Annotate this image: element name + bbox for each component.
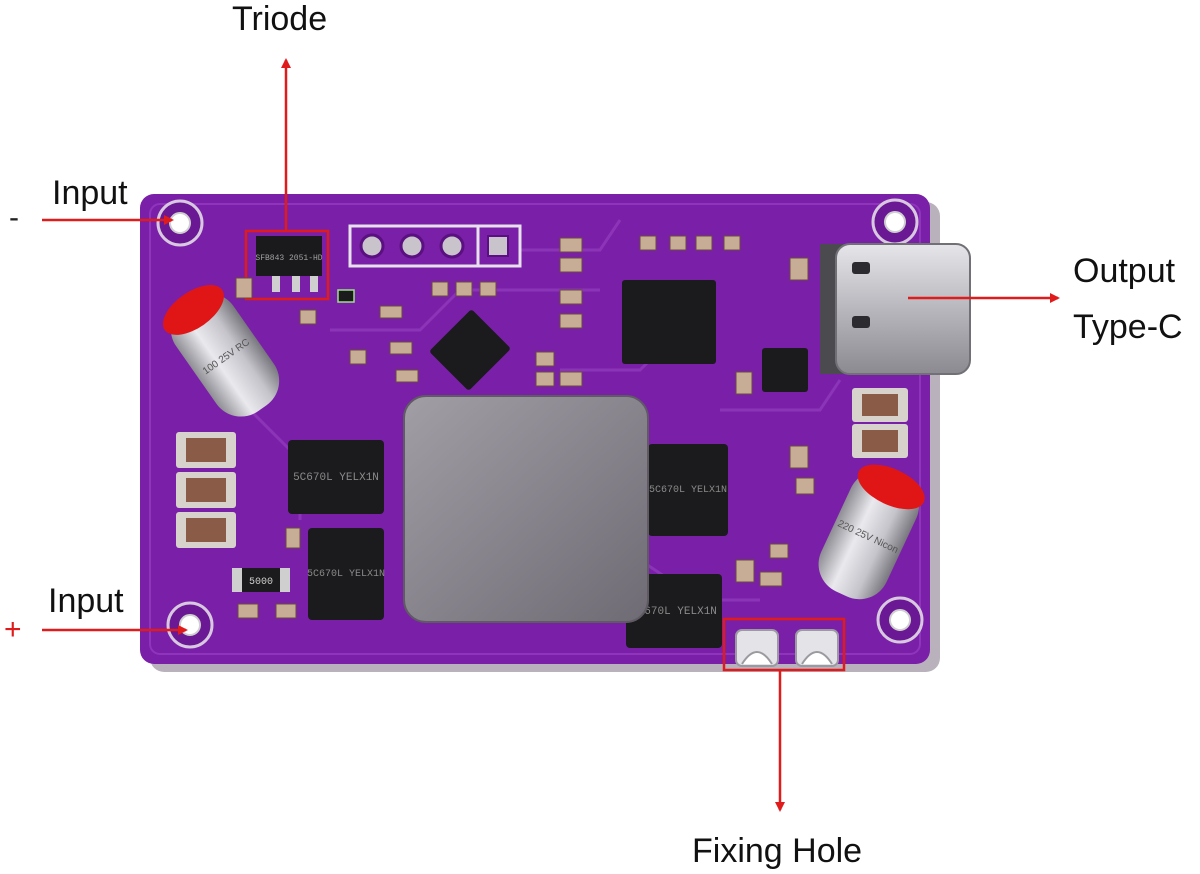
input-minus-label: Input xyxy=(52,174,128,212)
capacitor-right: 220 25V Nicon xyxy=(818,464,925,600)
resistor-marking: 5000 xyxy=(249,577,273,588)
output-label-line2: Type-C xyxy=(1073,308,1183,346)
ceramic-capacitors-right xyxy=(852,388,908,458)
mosfet-bottom-right: 5C670L YELX1N xyxy=(626,574,722,648)
small-ic xyxy=(762,348,808,392)
led xyxy=(337,289,355,303)
fixing-hole-highlight-box xyxy=(722,617,846,672)
output-label-line1: Output xyxy=(1073,252,1176,290)
mosfet-bottom-left: 5C670L YELX1N xyxy=(307,528,385,620)
mounting-hole-top-right xyxy=(871,198,919,246)
inductor xyxy=(403,395,649,623)
triode-chip: SFB843 2051-HD xyxy=(255,236,323,292)
fixing-hole-tabs xyxy=(735,629,839,667)
mosfet-top-left-marking: 5C670L YELX1N xyxy=(293,472,379,484)
usb-type-c-connector xyxy=(820,243,971,375)
driver-ic xyxy=(430,310,510,390)
mosfet-bottom-left-marking: 5C670L YELX1N xyxy=(307,569,385,580)
plus-sign: + xyxy=(4,613,22,646)
mosfet-top-left: 5C670L YELX1N xyxy=(288,440,384,514)
mounting-hole-top-left xyxy=(156,199,204,247)
mosfet-bottom-right-marking: 5C670L YELX1N xyxy=(631,606,717,618)
mounting-hole-bottom-right xyxy=(876,596,924,644)
resistor: 5000 xyxy=(232,568,290,592)
capacitor-left: 100 25V RC xyxy=(162,285,280,417)
ceramic-capacitors-left xyxy=(176,432,236,548)
smd-components xyxy=(235,235,815,619)
mosfet-right-marking: 5C670L YELX1N xyxy=(649,485,727,496)
mounting-hole-bottom-left xyxy=(166,601,214,649)
controller-ic xyxy=(622,280,716,364)
minus-sign: - xyxy=(9,201,19,234)
input-plus-label: Input xyxy=(48,582,124,620)
fixing-hole-label: Fixing Hole xyxy=(692,832,863,870)
pin-header xyxy=(348,224,522,268)
triode-chip-marking: SFB843 2051-HD xyxy=(255,254,322,263)
triode-label: Triode xyxy=(232,0,328,38)
mosfet-right: 5C670L YELX1N xyxy=(648,444,728,536)
